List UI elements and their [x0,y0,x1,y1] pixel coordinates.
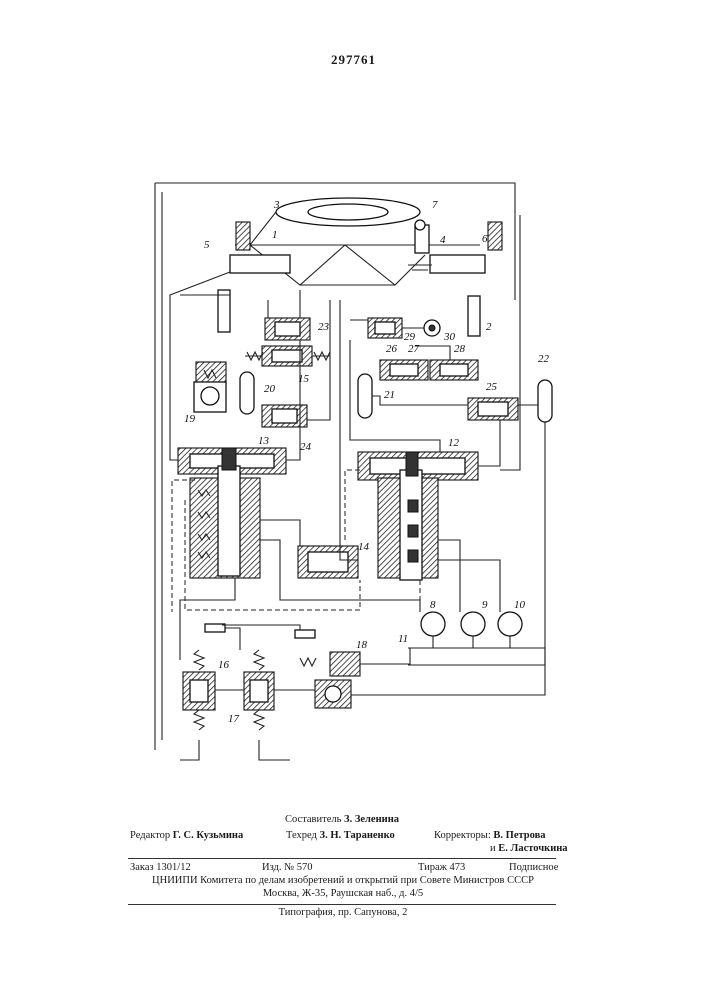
colophon-rule [128,858,556,859]
label-22: 22 [538,353,550,365]
label-24: 24 [300,441,312,453]
colophon-rule-2 [128,904,556,905]
label-29: 29 [404,331,416,343]
label-21: 21 [384,389,395,401]
label-12: 12 [448,437,460,449]
compiler-label: Составитель [285,814,341,825]
pumps-and-tank [408,612,545,665]
label-10: 10 [514,599,526,611]
label-27: 27 [408,343,420,355]
label-20: 20 [264,383,276,395]
label-5: 5 [204,239,210,251]
label-6: 6 [482,233,488,245]
right-valve-group [358,318,552,422]
label-28: 28 [454,343,466,355]
compiler-name: З. Зеленина [344,814,399,825]
lower-valves [183,624,360,730]
editor-label: Редактор [130,830,170,841]
corrector-2-prefix: и [490,843,496,854]
label-15: 15 [298,373,310,385]
corrector-1: В. Петрова [493,830,545,841]
org-line-1: ЦНИИПИ Комитета по делам изобретений и о… [130,875,556,886]
correctors-label: Корректоры: [434,830,491,841]
label-26: 26 [386,343,398,355]
label-16: 16 [218,659,230,671]
order-number: Заказ 1301/12 [130,862,191,873]
corrector-2: Е. Ласточкина [498,843,567,854]
circulation: Тираж 473 [418,862,465,873]
label-1: 1 [272,229,278,241]
techred-line: Техред З. Н. Тараненко [286,830,395,841]
label-25: 25 [486,381,498,393]
editor-name: Г. С. Кузьмина [173,830,243,841]
techred-name: З. Н. Тараненко [320,830,395,841]
printer: Типография, пр. Сапунова, 2 [130,907,556,918]
compiler-line: Составитель З. Зеленина [285,814,399,825]
subscription: Подписное [509,862,558,873]
org-line-2: Москва, Ж-35, Раушская наб., д. 4/5 [130,888,556,899]
label-9: 9 [482,599,488,611]
editor-line: Редактор Г. С. Кузьмина [130,830,243,841]
corrector2-line: и Е. Ласточкина [490,843,568,854]
correctors-line: Корректоры: В. Петрова [434,830,546,841]
label-8: 8 [430,599,436,611]
label-13: 13 [258,435,270,447]
platform-assembly [218,198,502,336]
techred-label: Техред [286,830,317,841]
valve-14 [298,546,358,578]
label-18: 18 [356,639,368,651]
left-valve-group [194,318,330,427]
label-4: 4 [440,234,446,246]
label-19: 19 [184,413,196,425]
label-2: 2 [486,321,492,333]
label-23: 23 [318,321,330,333]
label-11: 11 [398,633,408,645]
label-3: 3 [273,199,280,211]
label-30: 30 [443,331,456,343]
edition-number: Изд. № 570 [262,862,313,873]
label-17: 17 [228,713,240,725]
label-7: 7 [432,199,438,211]
distributor-left [178,448,286,578]
label-14: 14 [358,541,370,553]
